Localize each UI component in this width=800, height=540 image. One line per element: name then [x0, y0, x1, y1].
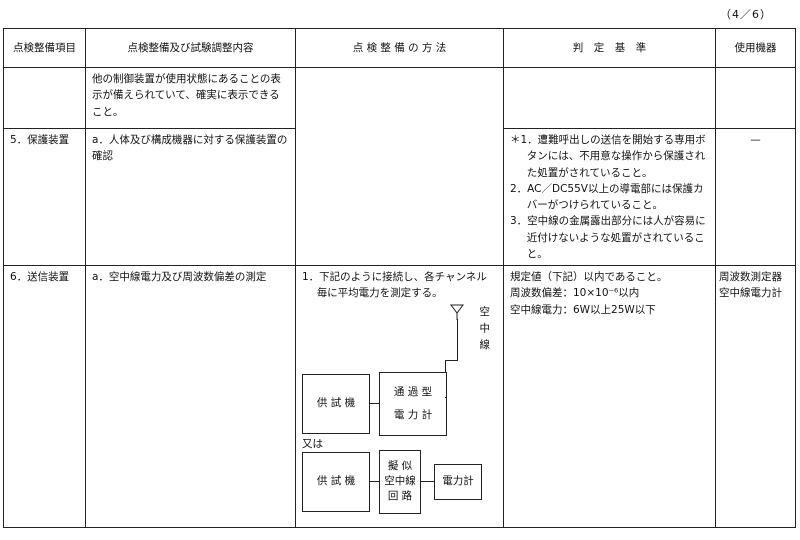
table-row: 他の制御装置が使用状態にあることの表示が備えられていて、確実に表示できること。: [3, 66, 796, 267]
row3-content: a．空中線電力及び周波数偏差の測定: [85, 265, 296, 529]
dut-box: 供 試 機: [302, 373, 370, 434]
dut-box: 供 試 機: [302, 451, 370, 512]
row2-item: 5．保護装置: [3, 127, 86, 267]
header-equipment: 使用機器: [715, 28, 796, 68]
row2-equipment: —: [715, 127, 796, 267]
criteria-item: 規定値（下記）以内であること。: [510, 271, 668, 284]
antenna-icon: [450, 304, 464, 320]
row2-criteria: ＊1．遭難呼出しの送信を開始する専用ボタンには、不用意な操作から保護された処置が…: [503, 127, 716, 267]
row3-equipment: 周波数測定器 空中線電力計: [715, 265, 796, 529]
row1-content: 他の制御装置が使用状態にあることの表示が備えられていて、確実に表示できること。: [85, 67, 296, 129]
header-content: 点検整備及び試験調整内容: [85, 28, 296, 68]
inspection-table: 点検整備項目 点検整備及び試験調整内容 点 検 整 備 の 方 法 判 定 基 …: [3, 28, 796, 529]
or-label: 又は: [302, 437, 323, 450]
power-meter-box: 電力計: [434, 463, 482, 500]
header-item: 点検整備項目: [3, 28, 86, 68]
through-power-meter-box: 通 過 型 電 力 計: [379, 371, 447, 436]
criteria-item: 3．空中線の金属露出部分には人が容易に近付けないような処置がされていること。: [510, 215, 706, 260]
dummy-label-2: 空中線: [384, 475, 416, 488]
connection-diagram: 空中線 供 試 機 通 過 型 電 力 計 又は 供 試 機 擬 似: [302, 304, 507, 519]
row1-criteria: [503, 67, 716, 129]
table-row: 6．送信装置 a．空中線電力及び周波数偏差の測定 1．下記のように接続し、各チャ…: [3, 265, 796, 529]
criteria-item: 周波数偏差：10×10⁻⁶以内: [510, 287, 640, 300]
through-meter-label-2: 電 力 計: [393, 408, 433, 421]
row1-item: [3, 67, 86, 129]
criteria-item: ＊1．遭難呼出しの送信を開始する専用ボタンには、不用意な操作から保護された処置が…: [510, 134, 706, 179]
row2-content: a．人体及び構成機器に対する保護装置の確認: [85, 127, 296, 267]
row3-criteria: 規定値（下記）以内であること。 周波数偏差：10×10⁻⁶以内 空中線電力：6W…: [503, 265, 716, 529]
dummy-label-1: 擬 似: [387, 459, 413, 472]
criteria-item: 空中線電力：6W以上25W以下: [510, 303, 656, 316]
header-criteria: 判 定 基 準: [503, 28, 716, 68]
row1-equipment: [715, 67, 796, 129]
through-meter-label-1: 通 過 型: [393, 385, 433, 398]
table-row: 5．保護装置 a．人体及び構成機器に対する保護装置の確認 ＊1．遭難呼出しの送信…: [3, 127, 796, 267]
criteria-item: 2．AC／DC55V以上の導電部には保護カバーがつけられていること。: [510, 182, 704, 212]
row3-method: 1．下記のように接続し、各チャンネル毎に平均電力を測定する。 空中線 供 試 機…: [295, 265, 507, 529]
row3-item: 6．送信装置: [3, 265, 86, 529]
row1-method: [295, 66, 504, 267]
method-text: 1．下記のように接続し、各チャンネル毎に平均電力を測定する。: [302, 271, 487, 300]
dummy-antenna-box: 擬 似 空中線 回 路: [379, 449, 421, 514]
header-method: 点 検 整 備 の 方 法: [295, 28, 504, 68]
dummy-label-3: 回 路: [387, 490, 413, 503]
page-number: （4／6）: [720, 8, 772, 21]
antenna-label: 空中線: [478, 305, 491, 355]
header-row: 点検整備項目 点検整備及び試験調整内容 点 検 整 備 の 方 法 判 定 基 …: [3, 28, 796, 68]
